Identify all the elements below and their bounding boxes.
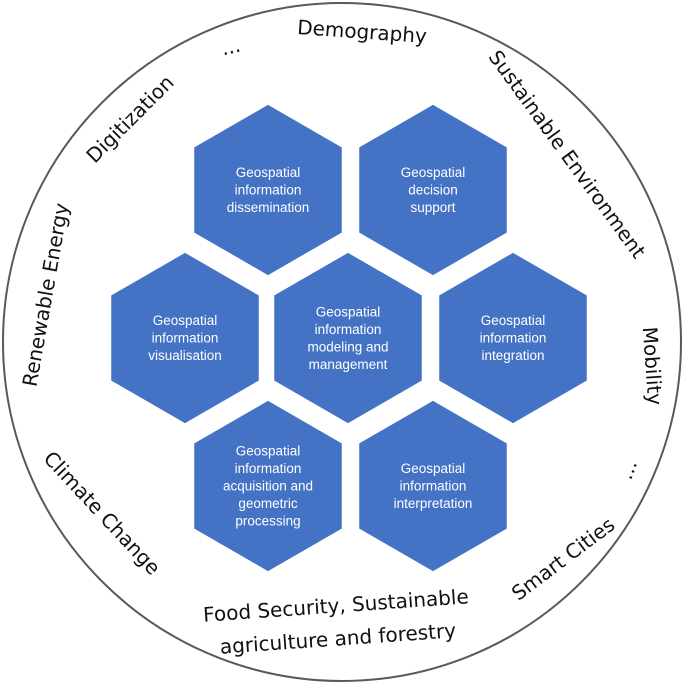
hexagon-integration: Geospatial information integration [437,251,589,425]
hexagon-label-line: acquisition and [223,479,313,494]
hexagon-label-line: support [410,200,455,215]
hexagon-label-line: information [235,461,302,476]
hexagon-label-line: processing [235,514,300,529]
hexagon-label-line: Geospatial [236,444,301,459]
hexagon-label-line: Geospatial [401,461,466,476]
hexagon-label-line: interpretation [394,496,473,511]
hexagon-shape [192,103,344,277]
hexagon-interpretation: Geospatial information interpretation [357,399,509,573]
hexagon-label-line: dissemination [227,200,310,215]
hexagon-shape [109,251,261,425]
hexagon-label-line: Geospatial [481,313,546,328]
hexagon-label-line: information [315,322,382,337]
hexagon-dissemination: Geospatial information dissemination [192,103,344,277]
hexagon-shape [357,399,509,573]
hexagon-label-line: information [480,331,547,346]
hexagon-shape [357,103,509,277]
ring-label-mobility: Mobility [638,326,667,406]
hexagon-label-line: information [235,183,302,198]
hexagon-shape [272,251,424,425]
hexagon-label-line: Geospatial [153,313,218,328]
hexagon-label-line: Geospatial [316,304,381,319]
hexagon-decision-support: Geospatial decision support [357,103,509,277]
hexagon-label-line: visualisation [148,348,222,363]
hexagon-label-line: management [309,357,388,372]
hexagon-label-line: integration [481,348,544,363]
ring-label-ellipsis-top: ... [219,33,243,61]
hexagon-label-line: decision [408,183,458,198]
hexagon-label-line: Geospatial [236,165,301,180]
hexagon-shape [437,251,589,425]
hexagon-modeling: Geospatial information modeling and managem… [272,251,424,425]
hexagon-shape [192,399,344,573]
hexagon-acquisition: Geospatial information acquisition and geom… [192,399,344,573]
hexagon-label-line: information [400,479,467,494]
hexagon-label-line: information [152,331,219,346]
hexagon-label-line: Geospatial [401,165,466,180]
hexagon-label-line: geometric [238,496,298,511]
hexagon-cluster: GeospatialinformationdisseminationGeospa… [109,103,589,573]
hexagon-label-line: modeling and [307,339,388,354]
hexagon-visualisation: Geospatial information visualisation [109,251,261,425]
